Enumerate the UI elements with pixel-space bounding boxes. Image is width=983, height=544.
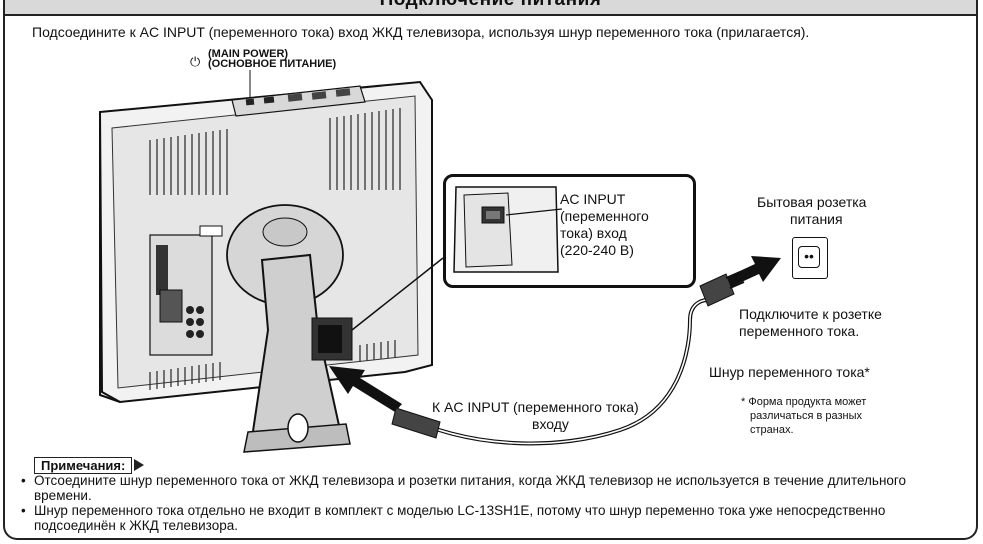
power-icon: ⏻ xyxy=(190,54,201,69)
to-ac-input-line2: входу xyxy=(532,416,569,432)
note-item: Отсоедините шнур переменного тока от ЖКД… xyxy=(20,473,950,503)
plug-in-line2: переменного тока. xyxy=(739,323,860,339)
footnote-line3: странах. xyxy=(750,424,794,436)
plug-in-line1: Подключите к розетке xyxy=(739,306,882,322)
notes-list: Отсоедините шнур переменного тока от ЖКД… xyxy=(20,473,950,533)
outlet-label-line1: Бытовая розетка xyxy=(757,194,867,210)
page-frame: Подключение питания xyxy=(3,0,978,540)
notes-arrow-icon xyxy=(134,459,144,471)
ac-input-closeup xyxy=(443,174,696,288)
cord-label: Шнур переменного тока* xyxy=(709,364,870,380)
title-bar: Подключение питания xyxy=(5,0,976,16)
to-ac-input-line1: К AC INPUT (переменного тока) xyxy=(432,399,639,415)
main-power-label-en: (MAIN POWER) xyxy=(208,48,289,60)
outlet-label-line2: питания xyxy=(790,211,843,227)
ac-input-line3: тока) вход xyxy=(560,225,627,241)
notes-tag: Примечания: xyxy=(34,457,133,474)
footnote-line1: * Форма продукта может xyxy=(741,396,867,408)
footnote-line2: различаться в разных xyxy=(750,410,863,422)
page-title: Подключение питания xyxy=(5,0,976,11)
wall-outlet-icon: •• xyxy=(792,237,828,279)
ac-input-line1: AC INPUT xyxy=(560,191,626,207)
main-power-label-ru: (ОСНОВНОЕ ПИТАНИЕ) xyxy=(208,58,337,70)
note-item: Шнур переменного тока отдельно не входит… xyxy=(20,503,950,533)
ac-socket-drawing xyxy=(453,186,563,273)
intro-text: Подсоедините к AC INPUT (переменного ток… xyxy=(32,24,810,40)
ac-input-line2: (переменного xyxy=(560,208,649,224)
ac-input-line4: (220-240 В) xyxy=(560,242,634,258)
